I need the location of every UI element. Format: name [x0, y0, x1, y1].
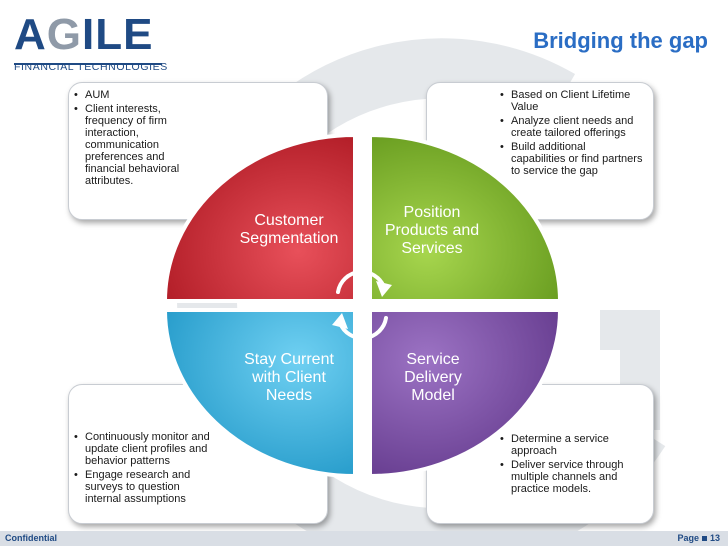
quadrant-label-line: Position — [403, 204, 461, 221]
quadrant-label-service-delivery: Service Delivery Model — [378, 351, 488, 405]
company-logo: AGILE FINANCIAL TECHNOLOGIES — [14, 12, 167, 74]
logo-wordmark: AGILE — [14, 12, 153, 58]
bullet-item: Build additional capabilities or find pa… — [500, 141, 643, 177]
quadrant-label-line: Delivery — [404, 369, 462, 386]
logo-letter-g: G — [46, 10, 83, 59]
confidential-label: Confidential — [5, 533, 57, 543]
bullet-item: Client interests, frequency of firm inte… — [74, 103, 195, 187]
bullet-list-top-left: AUM Client interests, frequency of firm … — [69, 83, 195, 187]
bullet-list-top-right: Based on Client Lifetime Value Analyze c… — [427, 83, 643, 177]
quadrant-label-line: with Client — [252, 369, 326, 386]
bullet-item: Engage research and surveys to question … — [74, 469, 215, 505]
bullet-list-bottom-right: Determine a service approach Deliver ser… — [427, 385, 643, 495]
quadrant-customer-segmentation — [162, 132, 357, 303]
header-rule — [14, 63, 162, 65]
quadrant-position-products — [368, 132, 563, 303]
quadrant-label-line: Stay Current — [244, 351, 334, 368]
page-number: 13 — [709, 533, 720, 543]
bullet-item: AUM — [74, 89, 195, 101]
bullet-item: Based on Client Lifetime Value — [500, 89, 643, 113]
quadrant-stay-current — [162, 308, 357, 479]
quadrant-label-position-products: Position Products and Services — [374, 204, 490, 258]
logo-letter-a: A — [14, 10, 47, 59]
cycle-arrowheads-icon — [332, 281, 392, 329]
bullet-item: Continuously monitor and update client p… — [74, 431, 215, 467]
bullet-item: Determine a service approach — [500, 433, 643, 457]
page-indicator: Page 13 — [677, 533, 720, 543]
quadrant-label-line: Customer — [254, 212, 324, 229]
bullet-item: Deliver service through multiple channel… — [500, 459, 643, 495]
bullet-item: Analyze client needs and create tailored… — [500, 115, 643, 139]
square-bullet-icon — [701, 535, 707, 541]
info-box-top-right: Based on Client Lifetime Value Analyze c… — [426, 82, 654, 220]
quadrant-label-line: Services — [401, 240, 463, 257]
footer-bar: Confidential Page 13 — [0, 531, 728, 546]
logo-letters-ile: ILE — [82, 10, 154, 59]
quadrant-label-line: Needs — [265, 387, 313, 404]
quadrant-service-delivery — [368, 308, 563, 479]
bullet-list-bottom-left: Continuously monitor and update client p… — [69, 385, 215, 505]
page-label: Page — [677, 533, 699, 543]
quadrant-label-stay-current: Stay Current with Client Needs — [226, 351, 352, 405]
quadrant-label-line: Segmentation — [239, 230, 339, 247]
cycle-arrows-icon — [336, 269, 388, 341]
quadrant-label-line: Model — [411, 387, 455, 404]
slide-title: Bridging the gap — [533, 28, 708, 53]
quadrant-label-customer-segmentation: Customer Segmentation — [226, 212, 352, 248]
quadrant-label-line: Service — [406, 351, 460, 368]
quadrant-label-line: Products and — [384, 222, 480, 239]
